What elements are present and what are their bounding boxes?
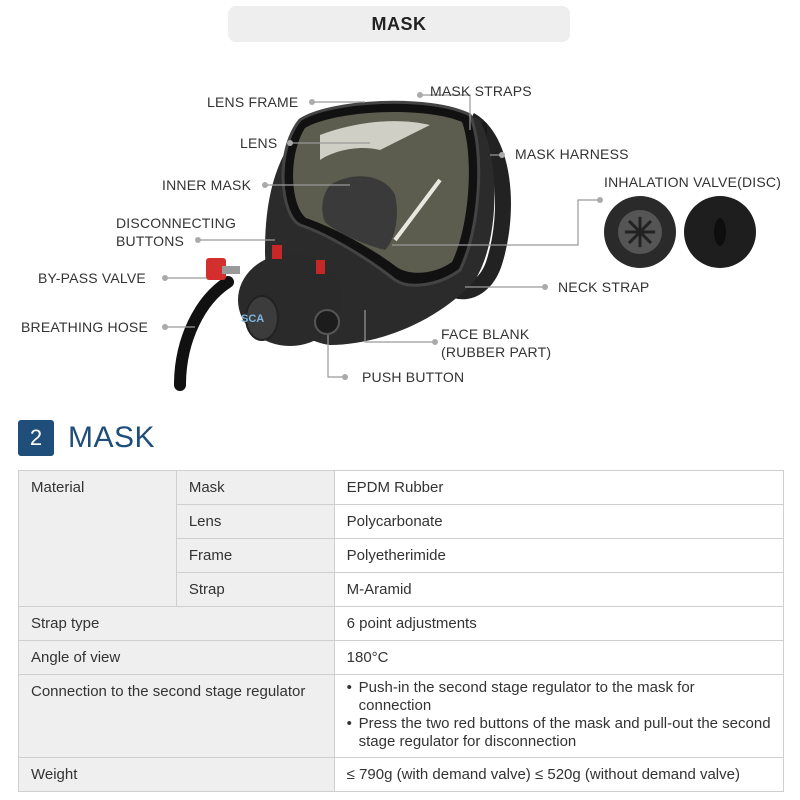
bypass-valve-stem [222, 266, 240, 274]
material-part: Frame [175, 538, 335, 573]
material-value: EPDM Rubber [333, 470, 785, 505]
table-row: Lens Polycarbonate [19, 504, 785, 539]
label-mask-straps: MASK STRAPS [430, 83, 532, 99]
table-row: Material Mask EPDM Rubber [18, 470, 785, 607]
material-part: Mask [175, 470, 335, 505]
label-disconnecting-buttons: BUTTONS [116, 233, 185, 249]
leader-lines [165, 94, 600, 378]
label-breathing-hose: BREATHING HOSE [21, 319, 149, 335]
connection-list: Push-in the second stage regulator to th… [347, 675, 771, 757]
weight-label: Weight [18, 757, 335, 792]
spec-table: Material Mask EPDM Rubber Lens Polycarbo… [18, 470, 785, 792]
label-inhalation-valve: INHALATION VALVE(DISC) [604, 174, 782, 190]
table-row: Weight ≤ 790g (with demand valve) ≤ 520g… [18, 757, 785, 792]
strap-type-label: Strap type [18, 606, 335, 641]
push-button-shape [314, 309, 340, 335]
table-row: Strap M-Aramid [19, 572, 785, 607]
red-button-right [316, 260, 325, 274]
label-lens: LENS [240, 135, 278, 151]
regulator-face [245, 295, 279, 341]
material-part: Lens [175, 504, 335, 539]
material-label: Material [18, 470, 177, 607]
table-row: Frame Polyetherimide [19, 538, 785, 573]
section-title: MASK [68, 421, 156, 454]
bypass-valve-shape [206, 258, 226, 280]
inner-mask-shape [322, 176, 397, 250]
lens-reflection [320, 121, 430, 160]
section-heading: 2 MASK [18, 420, 155, 456]
inhalation-valve-disc-2-center [714, 218, 726, 246]
connection-label: Connection to the second stage regulator [18, 674, 335, 758]
label-face-blank: FACE BLANK [441, 326, 530, 342]
label-disconnecting: DISCONNECTING [116, 215, 237, 231]
red-button-left [272, 245, 282, 259]
label-lens-frame: LENS FRAME [207, 94, 299, 110]
connection-value: Push-in the second stage regulator to th… [333, 674, 785, 758]
list-item: Press the two red buttons of the mask an… [347, 715, 771, 751]
table-row: Connection to the second stage regulator… [18, 674, 785, 758]
material-value: Polyetherimide [333, 538, 785, 573]
inhalation-valve-spokes [625, 217, 655, 247]
weight-value: ≤ 790g (with demand valve) ≤ 520g (witho… [333, 757, 785, 792]
regulator-logo: SCA [241, 313, 264, 325]
label-push-button: PUSH BUTTON [362, 369, 465, 385]
table-row: Strap type 6 point adjustments [18, 606, 785, 641]
list-item: Push-in the second stage regulator to th… [347, 679, 771, 715]
label-bypass-valve: BY-PASS VALVE [38, 270, 146, 286]
breathing-hose-shape [174, 276, 234, 391]
label-neck-strap: NECK STRAP [558, 279, 650, 295]
angle-of-view-value: 180°C [333, 640, 785, 675]
table-row: Angle of view 180°C [18, 640, 785, 675]
strap-type-value: 6 point adjustments [333, 606, 785, 641]
page-title: MASK [371, 13, 427, 34]
material-value: M-Aramid [333, 572, 785, 607]
lens-reflection-2 [393, 178, 442, 242]
section-number-badge: 2 [18, 420, 54, 456]
leader-dots [162, 92, 603, 380]
page-header: MASK [228, 6, 570, 42]
mask-diagram: SCA LENS FRAME LENS INNER MASK DISCONNEC… [0, 50, 800, 395]
mask-harness-shape [452, 113, 511, 300]
label-mask-harness: MASK HARNESS [515, 146, 629, 162]
material-part: Strap [175, 572, 335, 607]
material-value: Polycarbonate [333, 504, 785, 539]
angle-of-view-label: Angle of view [18, 640, 335, 675]
label-face-blank-rubber: (RUBBER PART) [441, 344, 552, 360]
mask-illustration: SCA [162, 92, 756, 391]
label-inner-mask: INNER MASK [162, 177, 252, 193]
